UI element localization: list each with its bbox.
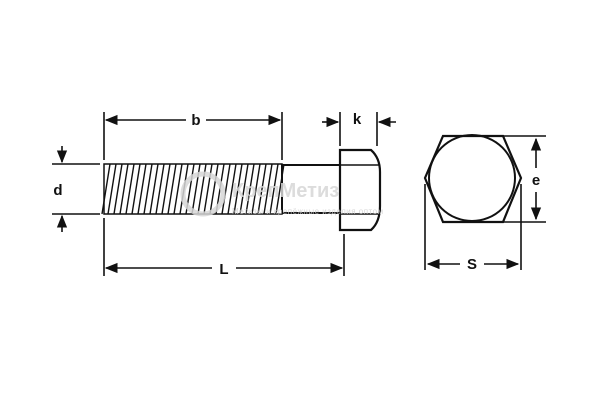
thread-line [143,163,153,215]
thread-line [203,163,213,215]
thread-line [221,163,231,215]
label-b: b [191,112,200,129]
thread-line [113,163,123,215]
hex-inner-circle [428,134,516,222]
thread-line [251,163,261,215]
thread-line [107,163,117,215]
watermark-brand: КрепМетиз [232,180,339,202]
thread-line [125,163,135,215]
bolt-head [338,148,382,232]
thread-line [131,163,141,215]
thread-line [263,163,273,215]
thread-line [119,163,129,215]
thread-line [239,163,249,215]
label-S: S [467,256,477,273]
thread-line [173,163,183,215]
thread-line [167,163,177,215]
label-L: L [219,261,228,278]
thread-line [245,163,255,215]
thread-line [161,163,171,215]
watermark-tagline: Метизы и крепёжные изделия оптом [232,207,384,216]
thread-line [269,163,279,215]
thread-line [137,163,147,215]
thread-line [227,163,237,215]
bolt-end-view [423,134,523,224]
label-d: d [53,182,62,199]
label-e: e [532,172,540,189]
watermark: КрепМетиз Метизы и крепёжные изделия опт… [180,171,384,217]
label-k: k [353,111,362,128]
watermark-logo-icon [180,171,226,217]
thread-line [257,163,267,215]
thread-line [149,163,159,215]
thread-line [233,163,243,215]
thread-line [101,163,111,215]
thread-line [155,163,165,215]
thread-line [209,163,219,215]
